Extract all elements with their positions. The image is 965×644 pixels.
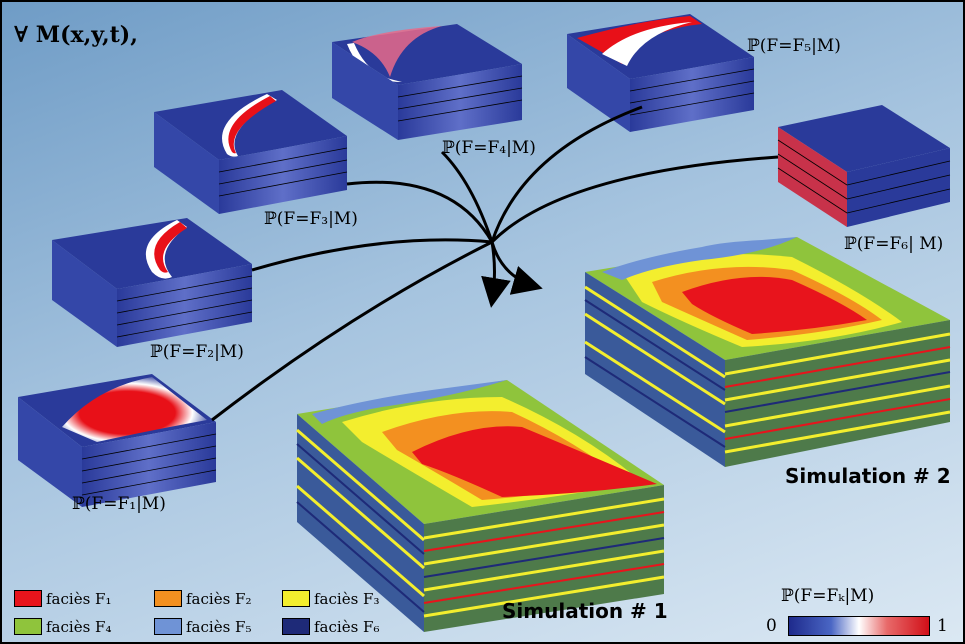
prob-label-f6: ℙ(F=F₆| M)	[844, 234, 944, 254]
legend-swatch-f5	[154, 618, 182, 635]
legend-swatch-f1	[14, 590, 42, 607]
legend-label-f6: faciès F₆	[314, 618, 380, 636]
legend-swatch-f4	[14, 618, 42, 635]
legend-label-f3: faciès F₃	[314, 590, 380, 608]
colorbar-max-label: 1	[937, 616, 948, 636]
prob-label-f5: ℙ(F=F₅|M)	[747, 36, 841, 56]
legend-item-f4: faciès F₄	[14, 618, 111, 636]
legend-item-f5: faciès F₅	[154, 618, 251, 636]
prob-label-f1: ℙ(F=F₁|M)	[72, 494, 166, 514]
legend-item-f2: faciès F₂	[154, 590, 251, 608]
legend-label-f4: faciès F₄	[46, 618, 112, 636]
legend-label-f2: faciès F₂	[186, 590, 252, 608]
legend-swatch-f2	[154, 590, 182, 607]
legend-item-f3: faciès F₃	[282, 590, 379, 608]
connector-arrows	[211, 105, 779, 422]
legend-label-f5: faciès F₅	[186, 618, 252, 636]
prob-label-f3: ℙ(F=F₃|M)	[264, 209, 358, 229]
colorbar-min-label: 0	[766, 616, 777, 636]
simulation-2-block	[584, 237, 951, 467]
prob-label-f2: ℙ(F=F₂|M)	[150, 342, 244, 362]
prob-label-f4: ℙ(F=F₄|M)	[442, 138, 536, 158]
legend-label-f1: faciès F₁	[46, 590, 112, 608]
colorbar	[788, 616, 930, 636]
legend-item-f6: faciès F₆	[282, 618, 379, 636]
prob-block-f1	[18, 374, 217, 507]
prob-block-f2	[52, 218, 253, 347]
simulation-1-label: Simulation # 1	[502, 599, 668, 623]
simulation-1-block	[296, 380, 665, 632]
prob-block-f4	[332, 24, 523, 140]
diagram-title: ∀ M(x,y,t),	[14, 22, 138, 48]
prob-block-f3	[154, 90, 348, 214]
simulation-2-label: Simulation # 2	[785, 464, 951, 488]
legend-swatch-f3	[282, 590, 310, 607]
prob-block-f6	[777, 105, 951, 227]
legend-item-f1: faciès F₁	[14, 590, 111, 608]
prob-block-f5	[567, 14, 755, 132]
colorbar-title: ℙ(F=Fₖ|M)	[781, 586, 875, 606]
legend-swatch-f6	[282, 618, 310, 635]
